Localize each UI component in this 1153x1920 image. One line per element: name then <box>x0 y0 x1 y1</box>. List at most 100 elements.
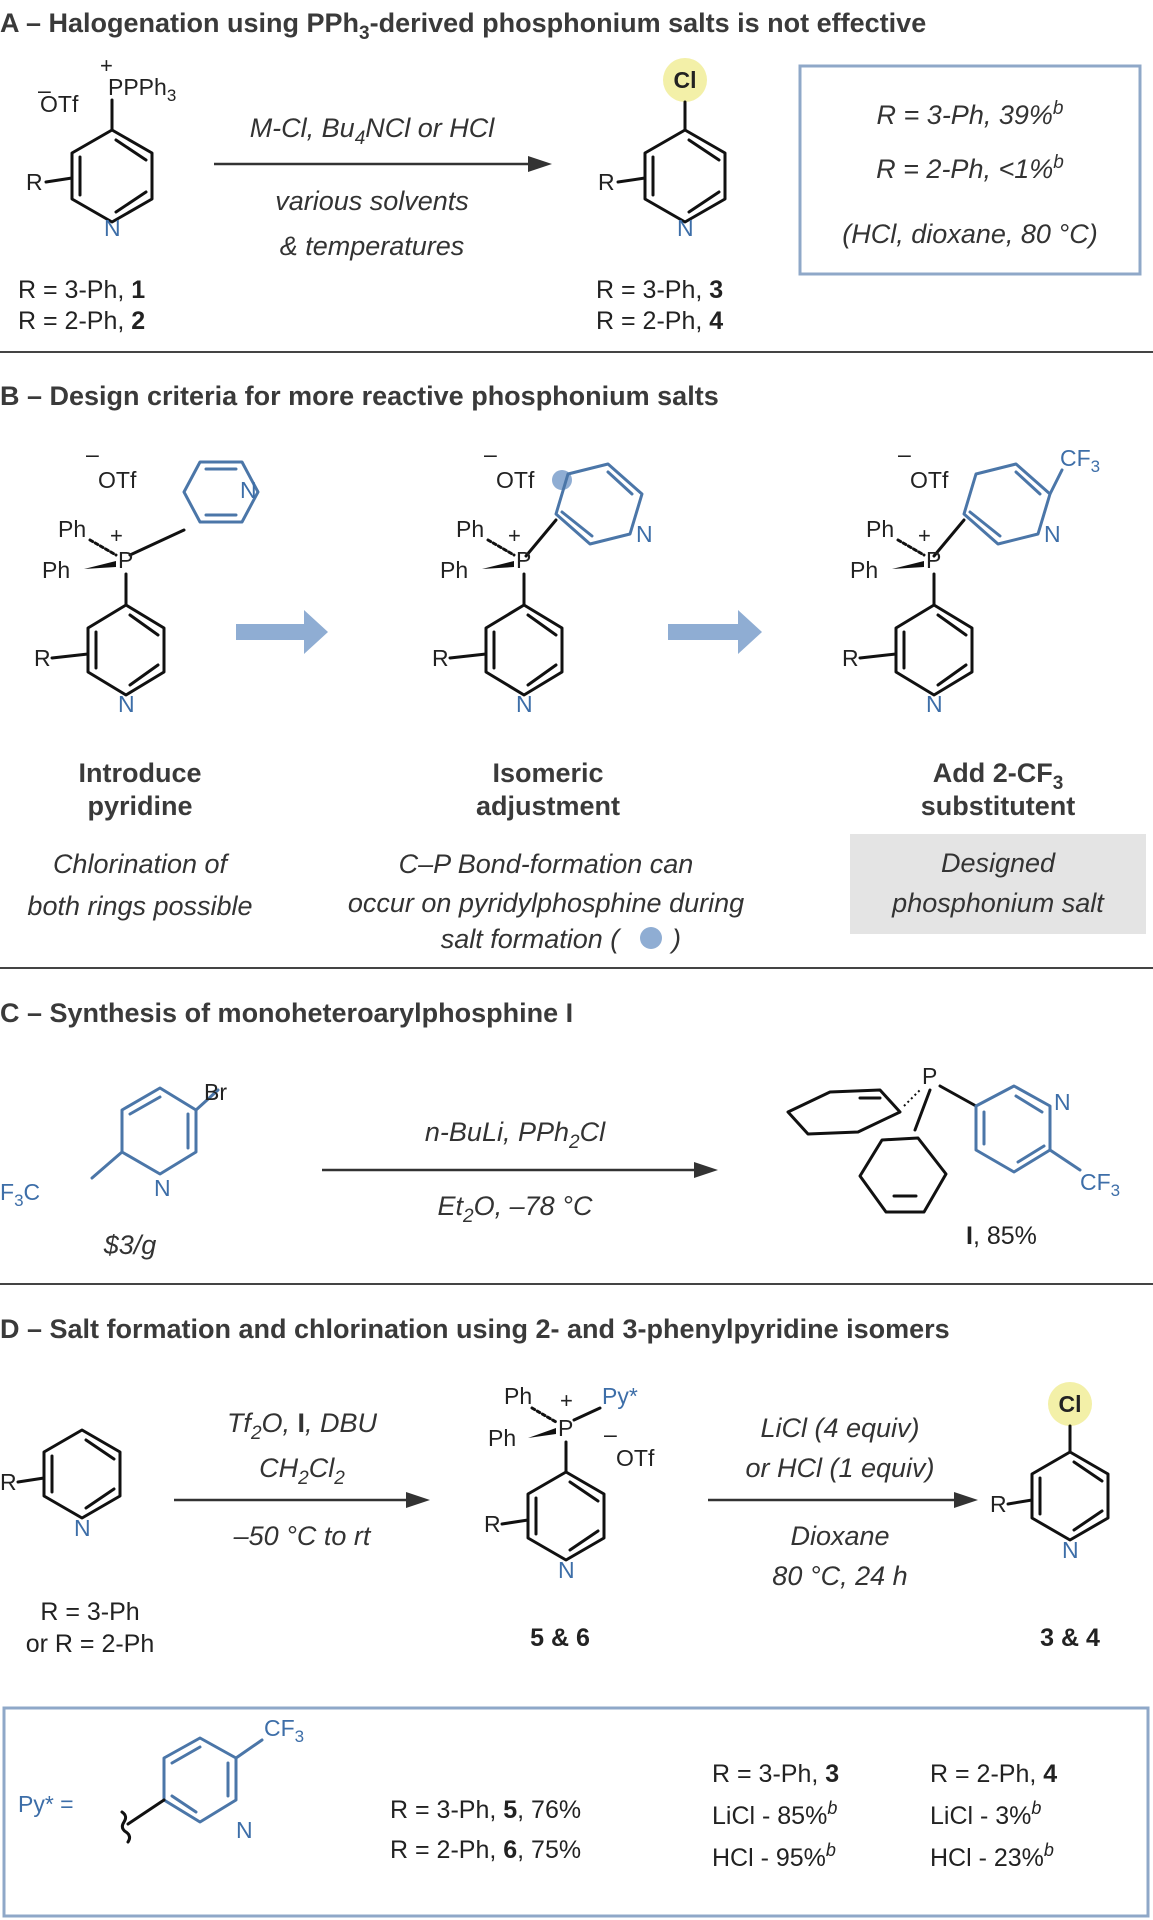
b-caption-3: Add 2-CF3 <box>933 758 1064 794</box>
svg-text:R: R <box>0 1469 17 1495</box>
b-caption-2: Isomeric <box>492 758 603 788</box>
section-d-header: D – Salt formation and chlorination usin… <box>0 1314 950 1344</box>
svg-text:CH2Cl2: CH2Cl2 <box>259 1453 345 1489</box>
svg-text:R = 3-Ph, 1: R = 3-Ph, 1 <box>18 276 145 304</box>
svg-text:N: N <box>154 1175 171 1201</box>
svg-text:R = 3-Ph, 39%b: R = 3-Ph, 39%b <box>877 98 1064 130</box>
svg-text:3 & 4: 3 & 4 <box>1040 1624 1100 1652</box>
svg-text:Et2O, –78 °C: Et2O, –78 °C <box>438 1191 593 1227</box>
svg-text:phosphonium salt: phosphonium salt <box>891 888 1105 918</box>
svg-text:CF3: CF3 <box>264 1715 304 1746</box>
svg-text:+: + <box>100 53 113 78</box>
c-product-phosphine: P N CF3 I, 85% <box>786 1063 1120 1250</box>
svg-text:–: – <box>86 441 99 467</box>
svg-text:& temperatures: & temperatures <box>280 231 465 261</box>
svg-text:N: N <box>1044 521 1061 547</box>
b-arrow-1 <box>236 610 328 654</box>
d-reaction-arrow-1: Tf2O, I, DBU CH2Cl2 –50 °C to rt <box>174 1408 430 1551</box>
svg-text:N: N <box>1062 1537 1079 1563</box>
svg-text:R: R <box>842 645 859 671</box>
svg-text:R: R <box>34 645 51 671</box>
svg-text:Cl: Cl <box>1059 1391 1082 1417</box>
svg-text:R: R <box>432 645 449 671</box>
svg-text:Ph: Ph <box>488 1425 516 1451</box>
svg-text:+: + <box>508 523 521 548</box>
svg-text:Ph: Ph <box>866 516 894 542</box>
svg-text:N: N <box>104 215 121 241</box>
svg-text:R = 2-Ph, 4: R = 2-Ph, 4 <box>596 307 723 335</box>
svg-text:+: + <box>918 523 931 548</box>
section-c-header: C – Synthesis of monoheteroarylphosphine… <box>0 998 573 1028</box>
svg-text:R: R <box>598 169 615 195</box>
svg-text:N: N <box>118 691 135 717</box>
svg-text:80 °C, 24 h: 80 °C, 24 h <box>772 1561 907 1591</box>
svg-text:N: N <box>636 521 653 547</box>
svg-text:P: P <box>926 547 941 573</box>
svg-text:P: P <box>516 547 531 573</box>
svg-text:P: P <box>922 1063 937 1089</box>
svg-text:5 & 6: 5 & 6 <box>530 1624 590 1652</box>
svg-text:R = 3-Ph, 3: R = 3-Ph, 3 <box>596 276 723 304</box>
svg-text:R = 2-Ph, 6, 75%: R = 2-Ph, 6, 75% <box>390 1836 581 1864</box>
svg-text:Tf2O, I, DBU: Tf2O, I, DBU <box>227 1408 378 1444</box>
d-product: Cl R N 3 & 4 <box>990 1382 1110 1652</box>
svg-text:R = 2-Ph, 2: R = 2-Ph, 2 <box>18 307 145 335</box>
svg-text:F3C: F3C <box>0 1179 40 1210</box>
svg-text:N: N <box>74 1515 91 1541</box>
svg-text:OTf: OTf <box>616 1445 655 1471</box>
svg-text:N: N <box>558 1557 575 1583</box>
svg-text:or HCl (1 equiv): or HCl (1 equiv) <box>745 1453 934 1483</box>
b-arrow-2 <box>668 610 762 654</box>
svg-text:OTf: OTf <box>98 467 137 493</box>
svg-text:OTf: OTf <box>496 467 535 493</box>
bond-site-dot <box>640 927 662 949</box>
svg-text:Ph: Ph <box>504 1383 532 1409</box>
d-intermediate-salt: Ph Ph + P Py* – OTf R N 5 & 6 <box>484 1383 655 1652</box>
a-reaction-arrow: M-Cl, Bu4NCl or HCl various solvents & t… <box>214 113 552 261</box>
svg-text:CF3: CF3 <box>1080 1169 1120 1200</box>
svg-text:R: R <box>484 1511 501 1537</box>
svg-text:–: – <box>604 1421 617 1447</box>
svg-text:PPPh3: PPPh3 <box>108 74 176 105</box>
svg-text:pyridine: pyridine <box>87 791 192 821</box>
svg-text:): ) <box>669 924 681 954</box>
svg-text:R = 2-Ph, <1%b: R = 2-Ph, <1%b <box>876 152 1064 184</box>
section-a-header: A – Halogenation using PPh3-derived phos… <box>0 8 926 44</box>
svg-text:Py*: Py* <box>602 1383 638 1409</box>
svg-text:Ph: Ph <box>850 557 878 583</box>
svg-text:salt formation (: salt formation ( <box>441 924 623 954</box>
svg-text:LiCl - 85%b: LiCl - 85%b <box>712 1798 837 1830</box>
svg-text:R = 3-Ph, 3: R = 3-Ph, 3 <box>712 1760 839 1788</box>
svg-text:substitutent: substitutent <box>921 791 1076 821</box>
section-b-header: B – Design criteria for more reactive ph… <box>0 381 719 411</box>
c-starting-material: Br N F3C $3/g <box>0 1079 227 1260</box>
svg-text:OTf: OTf <box>910 467 949 493</box>
svg-text:–: – <box>898 441 911 467</box>
svg-text:Ph: Ph <box>58 516 86 542</box>
d-starting-material: R N R = 3-Ph or R = 2-Ph <box>0 1428 155 1658</box>
svg-text:–: – <box>484 441 497 467</box>
svg-text:Ph: Ph <box>456 516 484 542</box>
svg-text:n-BuLi, PPh2Cl: n-BuLi, PPh2Cl <box>425 1117 606 1153</box>
svg-text:CF3: CF3 <box>1060 445 1100 476</box>
b-structure-2: – OTf N Ph Ph + P R N <box>432 441 653 717</box>
svg-text:N: N <box>926 691 943 717</box>
b-caption-1: Introduce <box>78 758 201 788</box>
svg-text:HCl - 23%b: HCl - 23%b <box>930 1840 1054 1872</box>
svg-text:+: + <box>560 1388 573 1413</box>
svg-text:$3/g: $3/g <box>103 1230 157 1260</box>
cl-highlight <box>663 58 707 102</box>
svg-text:N: N <box>677 215 694 241</box>
svg-text:–: – <box>38 77 51 103</box>
c-reaction-arrow: n-BuLi, PPh2Cl Et2O, –78 °C <box>322 1117 718 1227</box>
d-reaction-arrow-2: LiCl (4 equiv) or HCl (1 equiv) Dioxane … <box>708 1413 978 1591</box>
svg-text:–50 °C to rt: –50 °C to rt <box>233 1521 372 1551</box>
svg-text:N: N <box>1054 1089 1071 1115</box>
b-structure-1: – OTf N Ph Ph + P R N <box>34 441 260 717</box>
b-structure-3: – OTf N CF3 Ph Ph + P R N <box>842 441 1100 717</box>
svg-text:or R = 2-Ph: or R = 2-Ph <box>26 1630 155 1658</box>
svg-text:LiCl - 3%b: LiCl - 3%b <box>930 1798 1041 1830</box>
svg-text:Py* =: Py* = <box>18 1791 74 1817</box>
a-result-box: R = 3-Ph, 39%b R = 2-Ph, <1%b (HCl, diox… <box>798 64 1142 276</box>
